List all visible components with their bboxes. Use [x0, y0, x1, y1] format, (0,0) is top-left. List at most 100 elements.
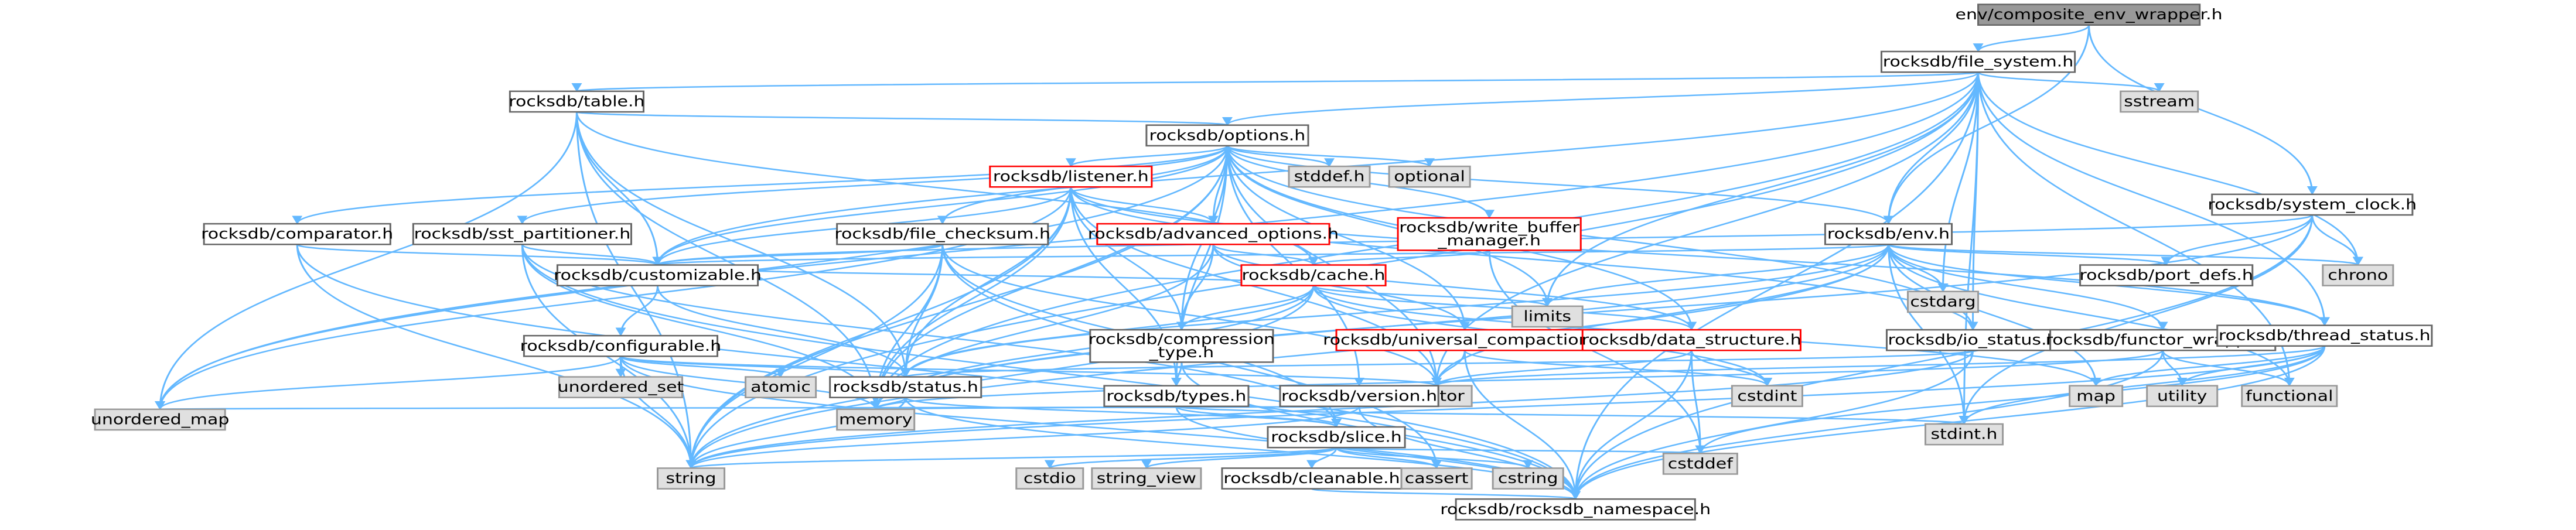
node-label: rocksdb/cache.h	[1241, 266, 1385, 284]
edge-options-to-comparator	[292, 145, 1229, 225]
node-stdint-h[interactable]: stdint.h	[1924, 423, 2004, 446]
node-label: cstdint	[1737, 387, 1797, 405]
node-unordered-map[interactable]: unordered_map	[91, 408, 230, 431]
node-cassert[interactable]: cassert	[1400, 467, 1473, 490]
node-limits[interactable]: limits	[1511, 305, 1584, 328]
edge-customizable-to-status	[657, 285, 911, 378]
node-unordered-set[interactable]: unordered_set	[558, 376, 684, 399]
node-atomic[interactable]: atomic	[745, 376, 817, 399]
node-rocksdb-listener-h[interactable]: rocksdb/listener.h	[989, 165, 1153, 188]
node-functional[interactable]: functional	[2241, 385, 2338, 408]
node-label: functional	[2246, 387, 2333, 405]
edge-options-to-customizable	[652, 145, 1229, 266]
edge-iostatus-to-status	[900, 350, 1974, 378]
node-label: _type.h	[1149, 344, 1214, 361]
node-rocksdb-customizable-h[interactable]: rocksdb/customizable.h	[554, 264, 762, 286]
node-box	[1267, 426, 1406, 449]
node-rocksdb-env-h[interactable]: rocksdb/env.h	[1824, 223, 1953, 245]
node-label: rocksdb/thread_status.h	[2219, 327, 2431, 344]
node-cstdint[interactable]: cstdint	[1731, 385, 1803, 408]
node-box	[745, 376, 817, 399]
edge-listener-to-advopts	[1070, 186, 1219, 225]
node-rocksdb-cleanable-h[interactable]: rocksdb/cleanable.h	[1221, 467, 1403, 490]
node-rocksdb-sst-partitioner-h[interactable]: rocksdb/sst_partitioner.h	[412, 223, 632, 245]
edge-sysclock-to-stdint_h	[1959, 215, 2314, 425]
node-utility[interactable]: utility	[2146, 385, 2219, 408]
node-string-view[interactable]: string_view	[1091, 467, 1202, 490]
edge-threadstatus-to-map	[2090, 346, 2326, 387]
node-env-composite-env-wrapper-h[interactable]: env/composite_env_wrapper.h	[1956, 4, 2223, 26]
node-box	[556, 264, 759, 286]
node-box	[1015, 467, 1084, 490]
node-cstring[interactable]: cstring	[1492, 467, 1564, 490]
edge-options-to-universal	[1226, 145, 1470, 331]
node-rocksdb-options-h[interactable]: rocksdb/options.h	[1145, 124, 1309, 147]
node-rocksdb-port-defs-h[interactable]: rocksdb/port_defs.h	[2079, 264, 2254, 286]
node-rocksdb-version-h[interactable]: rocksdb/version.h	[1279, 385, 1439, 408]
node-rocksdb-compression-type-h[interactable]: rocksdb/compression_type.h	[1089, 329, 1275, 363]
edge-table-to-unordered_map	[155, 112, 578, 411]
edge-env-to-portdefs	[1887, 244, 2172, 266]
node-rocksdb-status-h[interactable]: rocksdb/status.h	[829, 376, 982, 399]
edge-datastruct-to-cstdint	[1690, 350, 1773, 387]
node-label: cstring	[1498, 469, 1558, 487]
edge-slice-to-cleanable	[1306, 447, 1338, 469]
node-rocksdb-universal-compaction-h[interactable]: rocksdb/universal_compaction.h	[1323, 329, 1606, 351]
node-box	[1091, 467, 1202, 490]
node-rocksdb-advanced-options-h[interactable]: rocksdb/advanced_options.h	[1088, 223, 1339, 245]
node-rocksdb-configurable-h[interactable]: rocksdb/configurable.h	[520, 334, 722, 357]
node-map[interactable]: map	[2069, 385, 2124, 408]
edge-datastruct-to-vector	[1431, 350, 1693, 387]
edge-version-to-rnamespace	[1358, 406, 1581, 500]
edge-slice-to-cstddef	[1335, 444, 1705, 454]
node-rocksdb-thread-status-h[interactable]: rocksdb/thread_status.h	[2216, 324, 2433, 347]
node-box	[2120, 90, 2199, 113]
edge-listener-to-threadstatus	[1070, 187, 2330, 326]
node-label: rocksdb/compression	[1089, 330, 1275, 348]
edge-configurable-to-atomic	[619, 355, 786, 378]
node-label: rocksdb/advanced_options.h	[1088, 225, 1339, 242]
node-stddef-h[interactable]: stddef.h	[1288, 165, 1371, 188]
node-box	[203, 223, 391, 245]
node-box	[2322, 264, 2394, 286]
node-rocksdb-types-h[interactable]: rocksdb/types.h	[1103, 385, 1250, 408]
edge-advopts-to-datastruct	[1212, 244, 1697, 331]
node-chrono[interactable]: chrono	[2322, 264, 2394, 286]
node-box	[1662, 453, 1738, 475]
node-rocksdb-table-h[interactable]: rocksdb/table.h	[509, 90, 645, 113]
node-label: atomic	[750, 378, 811, 396]
node-cstdarg[interactable]: cstdarg	[1906, 290, 1980, 313]
node-rocksdb-slice-h[interactable]: rocksdb/slice.h	[1267, 426, 1406, 449]
node-box	[2069, 385, 2124, 408]
node-rocksdb-rocksdb-namespace-h[interactable]: rocksdb/rocksdb_namespace.h	[1440, 498, 1711, 521]
node-rocksdb-data-structure-h[interactable]: rocksdb/data_structure.h	[1581, 329, 1802, 351]
node-cstddef[interactable]: cstddef	[1662, 453, 1738, 475]
node-label: string	[666, 469, 716, 487]
node-box	[1397, 217, 1582, 251]
node-rocksdb-system-clock-h[interactable]: rocksdb/system_clock.h	[2207, 193, 2417, 216]
node-rocksdb-comparator-h[interactable]: rocksdb/comparator.h	[201, 223, 393, 245]
node-string[interactable]: string	[657, 467, 726, 490]
edge-customizable-to-configurable	[615, 285, 659, 337]
node-rocksdb-write-buffer-manager-h[interactable]: rocksdb/write_buffer_manager.h	[1397, 217, 1582, 251]
node-label: rocksdb/universal_compaction.h	[1323, 331, 1606, 348]
edge-options-to-listener	[1066, 145, 1229, 167]
node-box	[1240, 264, 1387, 286]
node-memory[interactable]: memory	[836, 408, 916, 431]
node-rocksdb-file-checksum-h[interactable]: rocksdb/file_checksum.h	[834, 223, 1050, 245]
node-label: cstdio	[1023, 469, 1076, 487]
node-cstdio[interactable]: cstdio	[1015, 467, 1084, 490]
node-box	[2211, 193, 2414, 216]
edge-fs-to-options	[1222, 71, 1980, 126]
node-sstream[interactable]: sstream	[2120, 90, 2199, 113]
edge-fs-to-table	[572, 71, 1980, 93]
node-rocksdb-cache-h[interactable]: rocksdb/cache.h	[1240, 264, 1387, 286]
edge-table-to-string	[575, 112, 697, 469]
node-rocksdb-io-status-h[interactable]: rocksdb/io_status.h	[1885, 329, 2060, 351]
node-label: rocksdb/system_clock.h	[2207, 196, 2417, 213]
edge-threadstatus-to-utility	[2176, 346, 2326, 387]
node-optional[interactable]: optional	[1388, 165, 1471, 188]
node-rocksdb-file-system-h[interactable]: rocksdb/file_system.h	[1880, 50, 2076, 73]
node-label: rocksdb/customizable.h	[554, 266, 762, 284]
